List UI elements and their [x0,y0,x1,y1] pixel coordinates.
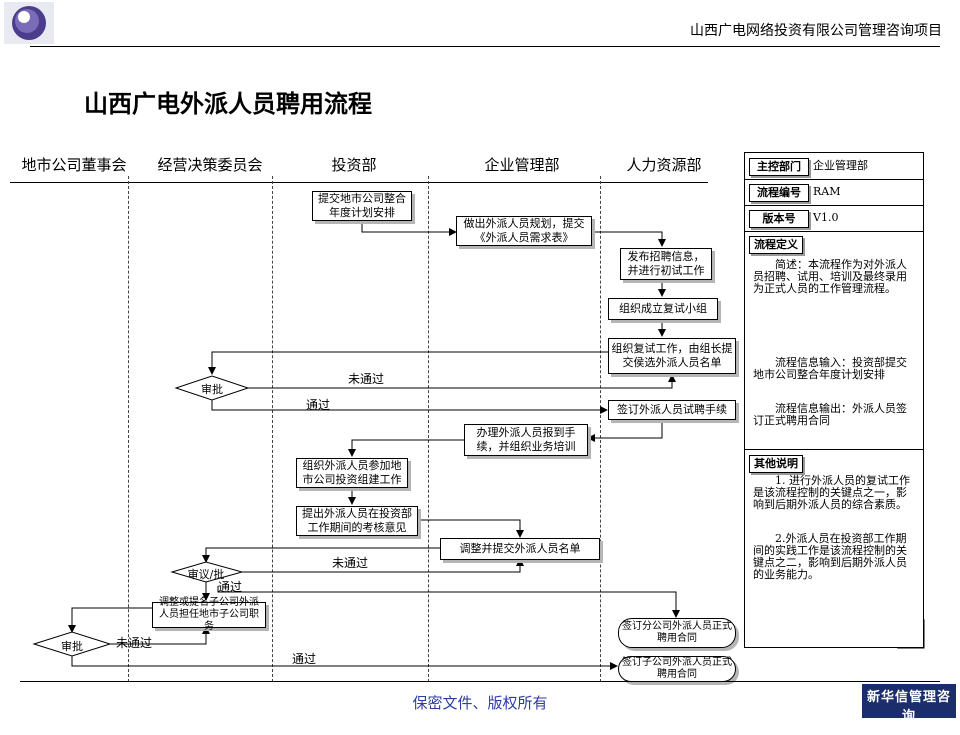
step-evaluation: 提出外派人员在投资部工作期间的考核意见 [296,506,418,536]
page-title: 山西广电外派人员聘用流程 [84,89,372,118]
info-row-code: 流程编号 RAM [745,179,923,206]
edge-label-pass: 通过 [292,652,317,666]
step-adjust-list: 调整并提交外派人员名单 [440,538,600,560]
info-key: 主控部门 [749,158,809,176]
decision-review-label: 审议/批 [187,568,225,581]
connector [348,439,464,457]
info-value: RAM [813,185,841,198]
process-info-panel: 主控部门 企业管理部 流程编号 RAM 版本号 V1.0 流程定义 简述：本流程… [744,152,924,648]
connector [202,547,440,563]
footer-divider [20,681,940,682]
company-logo [4,2,54,44]
header-project-name: 山西广电网络投资有限公司管理咨询项目 [690,23,942,39]
edge-label-fail: 未通过 [348,372,385,386]
step-trial-contract: 签订外派人员试聘手续 [608,400,736,420]
connector [217,586,680,618]
info-row-dept: 主控部门 企业管理部 [745,153,923,180]
lane-header-investment: 投资部 [331,156,377,174]
edge-label-fail: 未通过 [332,556,369,570]
connector [68,607,152,633]
connector [418,519,524,538]
lane-header-hr: 人力资源部 [626,156,702,174]
info-value: 企业管理部 [813,159,868,172]
consultancy-logo: 新华信管理咨询 SINOTRUST [862,684,956,735]
info-section-definition: 流程定义 简述：本流程作为对外派人员招聘、试用、培训及最终录用为正式人员的工作管… [745,231,923,450]
info-paragraph: 流程信息输入：投资部提交地市公司整合年度计划安排 [753,356,907,381]
decision-approve-label: 审批 [201,383,223,396]
edge-label-fail: 未通过 [116,636,153,650]
info-key: 版本号 [749,210,809,228]
decision-diamond [32,631,112,657]
lane-divider [600,176,601,682]
info-paragraph: 1. 进行外派人员的复试工作是该流程控制的关键点之一，影响到后期外派人员的综合素… [753,474,910,511]
step-nominate: 调整或提名子公司外派人员担任地市子公司职务 [152,597,266,632]
step-join-project: 组织外派人员参加地市公司投资组建工作 [296,458,408,488]
step-plan-demand: 做出外派人员规划，提交《外派人员需求表》 [456,216,592,246]
step-recruit-initial: 发布招聘信息，并进行初试工作 [620,248,712,280]
connector [108,626,210,645]
footer-confidential: 保密文件、版权所有 [412,694,548,712]
decision-diamond [170,561,244,583]
info-paragraph: 流程信息输出：外派人员签订正式聘用合同 [753,402,907,427]
connector [242,558,524,573]
connector [211,398,608,414]
connector [248,374,676,389]
info-paragraph: 2.外派人员在投资部工作期间的实践工作是该流程控制的关键点之二，影响到后期外派人… [753,532,907,581]
decision-diamond [174,375,250,401]
edge-label-pass: 通过 [218,580,243,594]
connector [71,656,618,670]
info-key: 流程编号 [749,184,809,202]
step-subsidiary-contract: 签订子公司外派人员正式聘用合同 [618,656,736,682]
lane-header-committee: 经营决策委员会 [157,156,263,174]
info-key: 流程定义 [749,236,803,254]
info-value: V1.0 [813,211,839,224]
header-divider [30,46,940,47]
lane-header-enterprise: 企业管理部 [484,156,560,174]
step-form-panel: 组织成立复试小组 [608,298,718,320]
lane-divider [272,176,273,682]
logo-text-en: SINOTRUST [874,725,944,735]
lanes-header-rule [10,182,708,183]
connector [208,351,608,375]
connector [592,231,666,247]
connector [361,216,457,236]
info-paragraph: 简述：本流程作为对外派人员招聘、试用、培训及最终录用为正式人员的工作管理流程。 [753,258,907,295]
info-row-version: 版本号 V1.0 [745,205,923,232]
step-onboarding: 办理外派人员报到手续，并组织业务培训 [464,424,588,456]
connector [587,420,663,442]
step-branch-contract: 签订分公司外派人员正式聘用合同 [618,618,736,648]
logo-text-cn: 新华信管理咨询 [866,690,951,724]
edge-label-pass: 通过 [306,398,331,412]
lane-divider [128,176,129,682]
decision-board-label: 审批 [61,640,83,653]
info-key: 其他说明 [749,455,803,473]
step-second-interview: 组织复试工作，由组长提交侯选外派人员名单 [608,338,736,374]
step-submit-plan: 提交地市公司整合年度计划安排 [312,191,412,221]
lane-divider [428,176,429,682]
lane-header-board: 地市公司董事会 [21,156,127,174]
